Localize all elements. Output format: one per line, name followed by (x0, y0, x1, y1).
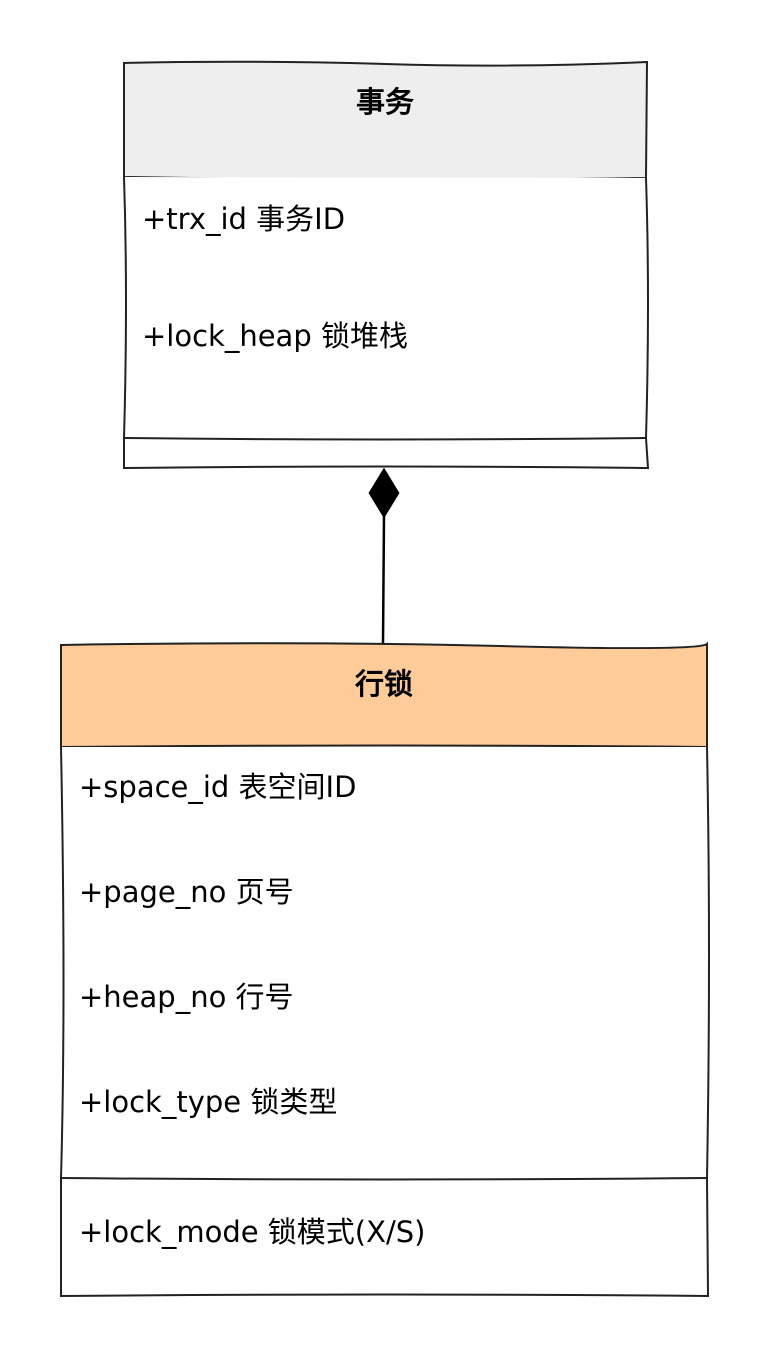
composition-connector (368, 467, 400, 644)
transaction-header (123, 60, 649, 181)
connector-line (381, 515, 386, 644)
row-lock-class-box (60, 641, 710, 1298)
row-lock-method: +lock_mode 锁模式(X/S) (79, 1215, 426, 1249)
composition-diamond-icon (368, 467, 400, 519)
row-lock-body (60, 746, 710, 1298)
transaction-body (123, 176, 650, 470)
row-lock-attribute: +space_id 表空间ID (79, 770, 357, 804)
transaction-attribute: +trx_id 事务ID (142, 202, 346, 236)
transaction-class-title: 事务 (355, 85, 415, 119)
row-lock-attribute: +lock_type 锁类型 (79, 1085, 338, 1119)
transaction-divider (123, 437, 647, 441)
transaction-attribute: +lock_heap 锁堆栈 (142, 319, 408, 353)
row-lock-divider (60, 1177, 708, 1181)
row-lock-attribute: +heap_no 行号 (79, 980, 294, 1014)
transaction-class-box (123, 60, 650, 470)
row-lock-header (60, 641, 708, 749)
row-lock-class-title: 行锁 (354, 667, 414, 701)
row-lock-attribute: +page_no 页号 (79, 875, 294, 909)
